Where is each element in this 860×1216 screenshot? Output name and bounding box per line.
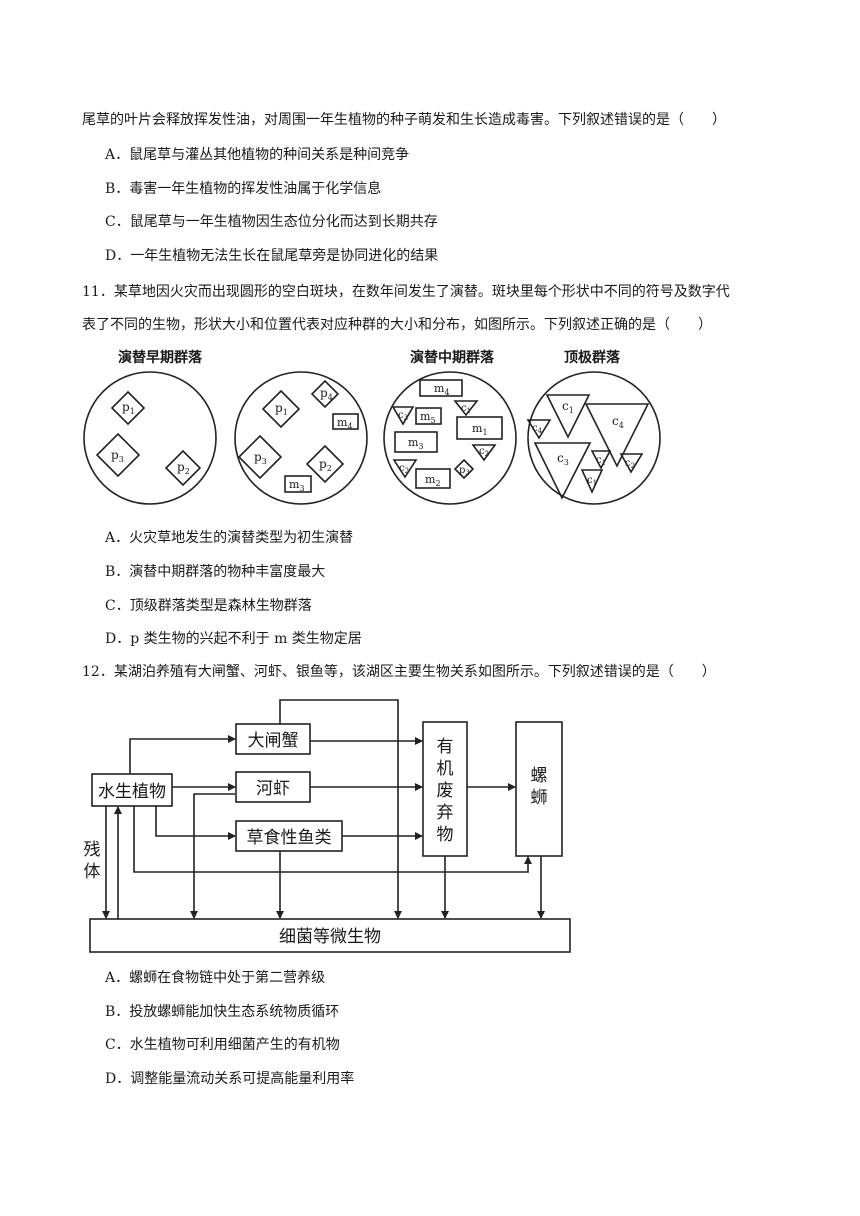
q12-option-a[interactable]: A．螺蛳在食物链中处于第二营养级	[105, 970, 326, 986]
snail-box	[515, 721, 563, 857]
shape-p4	[310, 379, 340, 409]
q10-option-a[interactable]: A．鼠尾草与灌丛其他植物的种间关系是种间竞争	[105, 147, 410, 163]
q12-option-b[interactable]: B．投放螺蛳能加快生态系统物质循环	[105, 1004, 340, 1020]
svg-text:螺: 螺	[531, 766, 548, 786]
shape-m1	[456, 416, 503, 440]
svg-text:c2: c2	[399, 463, 409, 475]
residue-label: 残 体	[84, 840, 101, 882]
herbivorous-fish-label: 草食性鱼类	[247, 828, 332, 848]
svg-text:p4: p4	[320, 386, 333, 402]
svg-text:残: 残	[84, 840, 101, 860]
q11-option-c[interactable]: C．顶级群落类型是森林生物群落	[105, 598, 312, 614]
shape-c4-big	[584, 403, 650, 468]
svg-text:p1: p1	[275, 401, 288, 417]
svg-text:c2: c2	[479, 446, 489, 458]
crab-label: 大闸蟹	[248, 731, 299, 751]
svg-text:c1: c1	[461, 403, 471, 415]
svg-text:体: 体	[84, 862, 101, 882]
q11-option-d[interactable]: D．p 类生物的兴起不利于 m 类生物定居	[105, 631, 362, 647]
shape-labels: p1 p3 p2 p4 p1 m4 p3 p2 m3 m4 c3 m5 c1 m…	[111, 382, 635, 493]
svg-text:废: 废	[437, 781, 454, 801]
climax-community-circle	[527, 371, 661, 505]
shape-c2-small	[619, 453, 644, 474]
svg-text:p3: p3	[111, 448, 124, 464]
mid-community-circle	[383, 371, 517, 505]
shape-m5	[415, 407, 442, 425]
svg-text:c4: c4	[532, 423, 543, 435]
early-community-circle-1	[83, 371, 217, 505]
q11-stem-line1: 11．某草地因火灾而出现圆形的空白斑块，在数年间发生了演替。斑块里每个形状中不同…	[82, 284, 730, 300]
shape-c1-mid	[453, 400, 479, 417]
shrimp-label: 河虾	[256, 779, 290, 799]
snail-label: 螺 蛳	[531, 766, 548, 808]
q10-option-c[interactable]: C．鼠尾草与一年生植物因生态位分化而达到长期共存	[105, 214, 438, 230]
shape-c1-big	[545, 394, 591, 439]
shape-m4-mid	[419, 379, 463, 397]
q12-option-c[interactable]: C．水生植物可利用细菌产生的有机物	[105, 1037, 340, 1053]
svg-text:m4: m4	[337, 416, 353, 431]
svg-text:c1: c1	[562, 399, 574, 415]
crab-box	[235, 723, 311, 755]
label-mid-community: 演替中期群落	[410, 349, 495, 366]
microbes-label: 细菌等微生物	[279, 927, 381, 947]
shape-p2b	[305, 444, 345, 484]
svg-text:p2: p2	[319, 457, 332, 473]
shape-m3-mid	[394, 431, 438, 453]
svg-text:p2: p2	[177, 460, 190, 476]
aquatic-plants-box	[91, 773, 173, 807]
shape-c3-big	[533, 442, 592, 500]
svg-text:c1: c1	[596, 455, 606, 467]
label-early-community: 演替早期群落	[118, 349, 203, 366]
q10-option-b[interactable]: B．毒害一年生植物的挥发性油属于化学信息	[105, 181, 382, 197]
q11-option-b[interactable]: B．演替中期群落的物种丰富度最大	[105, 564, 326, 580]
shape-c4-small	[526, 419, 552, 440]
succession-figure: 演替早期群落 演替中期群落 顶极群落	[83, 349, 661, 505]
early-community-circle-2	[234, 371, 368, 505]
svg-text:m2: m2	[425, 473, 441, 488]
svg-text:m3: m3	[289, 478, 305, 493]
shape-p3b	[237, 434, 283, 480]
svg-text:有: 有	[437, 737, 454, 757]
svg-text:p3: p3	[254, 450, 267, 466]
q12-stem: 12．某湖泊养殖有大闸蟹、河虾、银鱼等，该湖区主要生物关系如图所示。下列叙述错误…	[82, 664, 716, 680]
shape-p2	[164, 449, 202, 487]
svg-text:m3: m3	[408, 436, 424, 451]
svg-text:弃: 弃	[437, 803, 454, 823]
shape-c1-small-b	[580, 469, 604, 494]
svg-text:c1: c1	[587, 475, 597, 487]
q12-option-d[interactable]: D．调整能量流动关系可提高能量利用率	[105, 1071, 355, 1087]
svg-text:m1: m1	[472, 422, 488, 437]
shape-m3	[284, 475, 312, 493]
svg-text:c3: c3	[398, 410, 408, 422]
shape-c2-mid-left	[392, 459, 418, 479]
svg-text:p1: p1	[122, 400, 135, 416]
q10-stem-tail: 尾草的叶片会释放挥发性油，对周围一年生植物的种子萌发和生长造成毒害。下列叙述错误…	[82, 112, 726, 128]
organic-waste-label: 有 机 废 弃 物	[437, 737, 454, 845]
label-climax-community: 顶极群落	[564, 349, 621, 366]
shape-p3-mid	[453, 458, 475, 480]
shape-m2	[415, 468, 451, 489]
shape-p1	[110, 390, 146, 426]
svg-text:蛳: 蛳	[531, 788, 548, 808]
svg-text:物: 物	[437, 825, 454, 845]
svg-text:c2: c2	[625, 458, 635, 470]
shape-p3	[95, 432, 141, 478]
svg-text:m5: m5	[420, 410, 436, 425]
svg-text:p3: p3	[459, 465, 470, 477]
shape-c1-small-a	[590, 450, 612, 470]
svg-text:c3: c3	[557, 451, 569, 467]
microbes-box	[89, 918, 571, 953]
shape-m4	[332, 413, 359, 430]
lake-ecosystem-diagram: 水生植物 大闸蟹 河虾 草食性鱼类 有 机 废 弃 物 螺 蛳 残 体 细菌等微…	[84, 699, 571, 953]
svg-text:c4: c4	[612, 414, 624, 430]
shape-c2-mid-right	[471, 444, 497, 462]
q11-stem-line2: 表了不同的生物，形状大小和位置代表对应种群的大小和分布，如图所示。下列叙述正确的…	[82, 317, 712, 333]
svg-text:m4: m4	[434, 382, 450, 397]
shape-p1b	[261, 389, 301, 429]
shape-c3-mid	[391, 406, 415, 426]
svg-text:机: 机	[437, 759, 454, 779]
q10-option-d[interactable]: D．一年生植物无法生长在鼠尾草旁是协同进化的结果	[105, 248, 439, 264]
q11-option-a[interactable]: A．火灾草地发生的演替类型为初生演替	[105, 530, 354, 546]
aquatic-plants-label: 水生植物	[98, 782, 166, 802]
